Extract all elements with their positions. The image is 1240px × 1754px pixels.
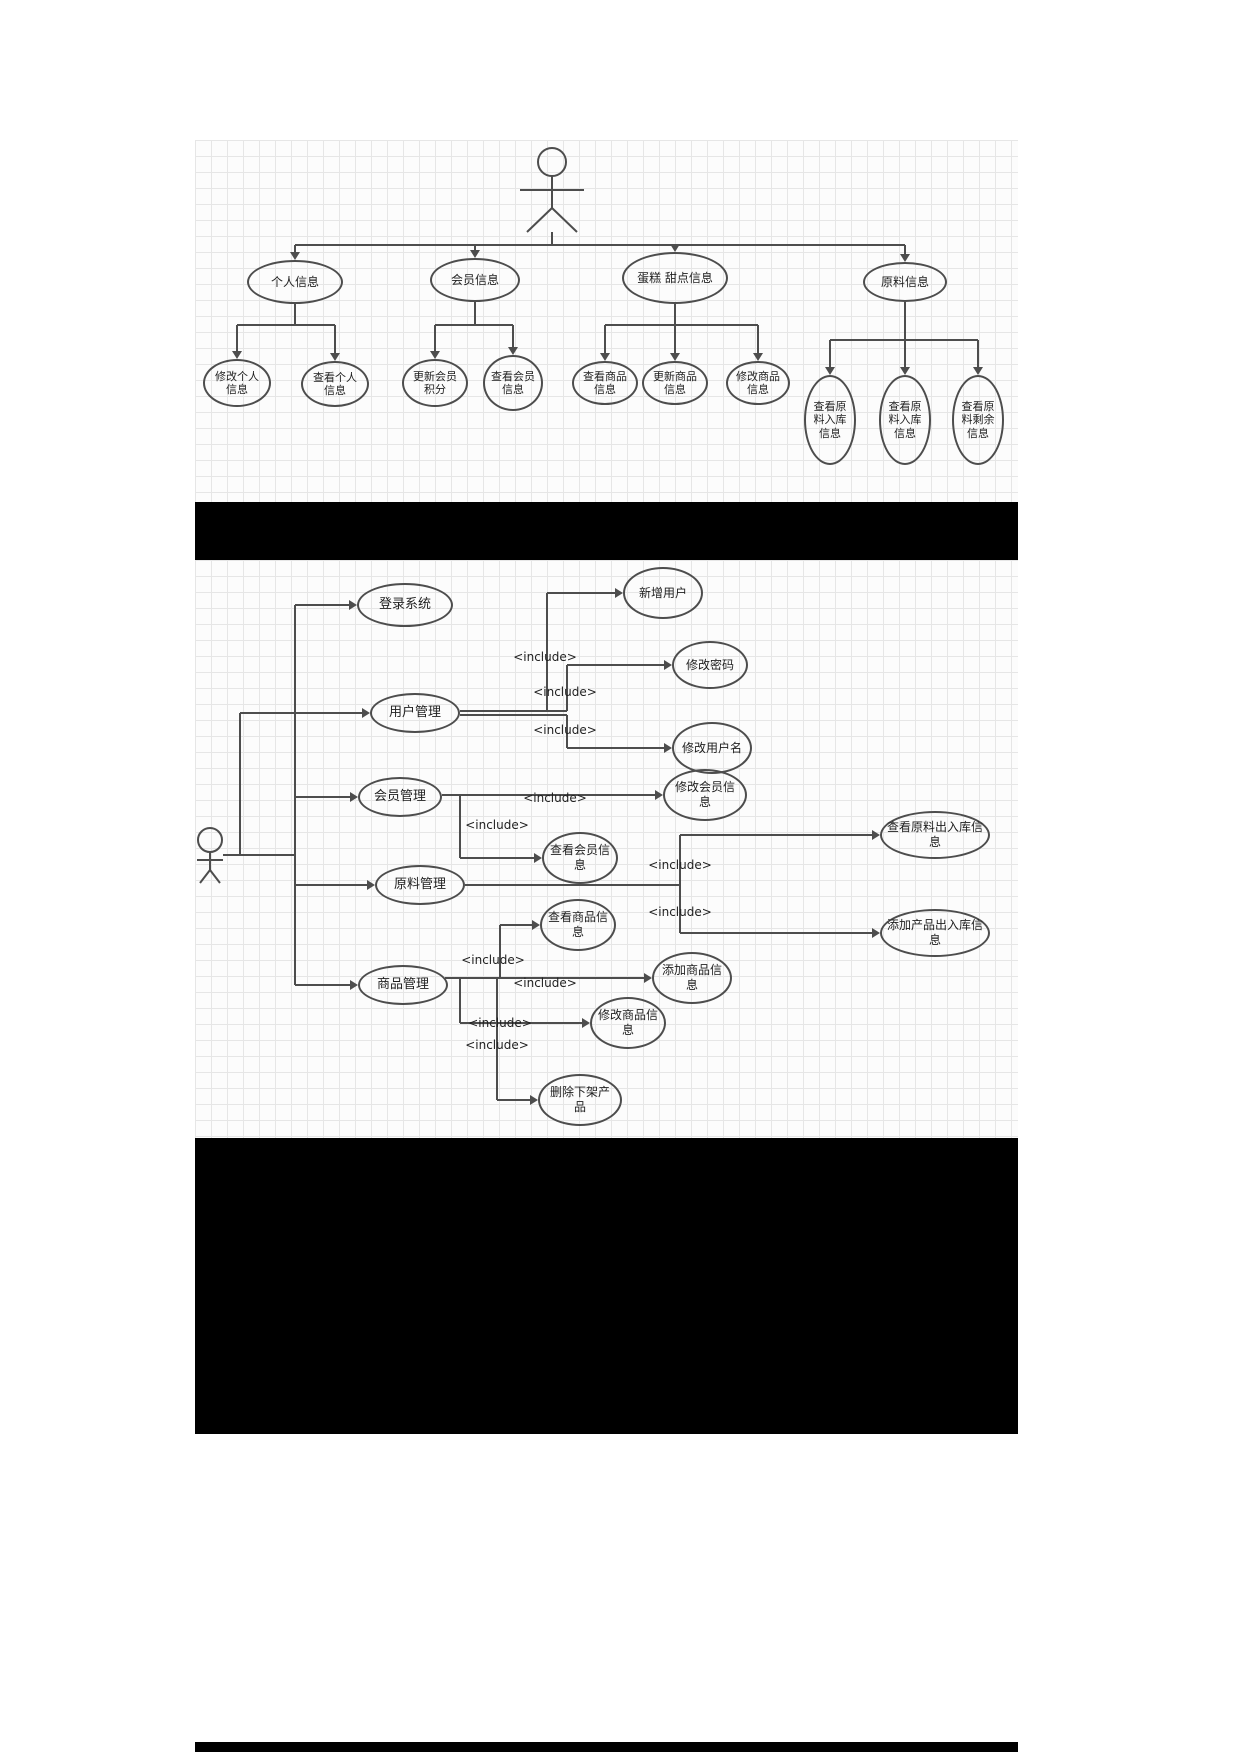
- usecase-add-user: 新增用户: [623, 567, 703, 619]
- usecase-view-product-info: 查看商品信息: [540, 899, 616, 951]
- include-label: <include>: [465, 818, 529, 832]
- usecase-view-material-io-info: 查看原料出入库信息: [880, 811, 990, 859]
- usecase-diagram-top: 个人信息 会员信息 蛋糕 甜点信息 原料信息 修改个人信息 查看个人信息 更新会…: [195, 140, 1018, 502]
- usecase-view-personal-info: 查看个人信息: [301, 361, 369, 407]
- diagram1-connector-lines: [232, 147, 983, 375]
- usecase-change-password: 修改密码: [672, 641, 748, 689]
- usecase-user-management: 用户管理: [370, 693, 460, 733]
- include-label: <include>: [533, 685, 597, 699]
- usecase-modify-personal-info: 修改个人信息: [203, 359, 271, 407]
- include-label: <include>: [513, 976, 577, 990]
- actor-icon: [520, 147, 584, 233]
- include-label: <include>: [648, 905, 712, 919]
- include-label: <include>: [533, 723, 597, 737]
- usecase-modify-product-info: 修改商品信息: [726, 361, 790, 405]
- include-label: <include>: [648, 858, 712, 872]
- usecase-update-member-points: 更新会员积分: [402, 359, 468, 407]
- usecase-delete-offshelf-product: 删除下架产品: [538, 1074, 622, 1126]
- usecase-product-management: 商品管理: [358, 965, 448, 1005]
- usecase-view-material-remaining-info: 查看原料剩余信息: [952, 375, 1004, 465]
- actor-icon: [197, 827, 223, 884]
- usecase-material-info: 原料信息: [863, 262, 947, 302]
- usecase-diagram-bottom: 登录系统 用户管理 会员管理 原料管理 商品管理 新增用户 修改密码 修改用户名…: [195, 560, 1018, 1138]
- redaction-bar-2: [195, 1138, 1018, 1434]
- usecase-cake-dessert-info: 蛋糕 甜点信息: [622, 252, 728, 304]
- usecase-update-product-info: 更新商品信息: [642, 361, 708, 405]
- include-label: <include>: [523, 791, 587, 805]
- usecase-view-material-inbound-info-2: 查看原料入库信息: [879, 375, 931, 465]
- redaction-bar-bottom: [195, 1742, 1018, 1752]
- usecase-login-system: 登录系统: [357, 583, 453, 627]
- usecase-add-product-io-info: 添加产品出入库信息: [880, 909, 990, 957]
- usecase-add-product-info: 添加商品信息: [652, 952, 732, 1004]
- usecase-member-info: 会员信息: [430, 258, 520, 302]
- usecase-view-member-info: 查看会员信息: [542, 832, 618, 884]
- include-label: <include>: [465, 1038, 529, 1052]
- usecase-modify-product-info: 修改商品信息: [590, 997, 666, 1049]
- usecase-view-member-info: 查看会员信息: [483, 355, 543, 411]
- usecase-personal-info: 个人信息: [247, 260, 343, 304]
- usecase-member-management: 会员管理: [358, 777, 442, 817]
- include-label: <include>: [468, 1016, 532, 1030]
- usecase-view-material-inbound-info: 查看原料入库信息: [804, 375, 856, 465]
- diagram2-connector-lines: [197, 588, 880, 1105]
- usecase-modify-member-info: 修改会员信息: [663, 769, 747, 821]
- redaction-bar-1: [195, 502, 1018, 560]
- usecase-change-username: 修改用户名: [672, 722, 752, 774]
- include-label: <include>: [513, 650, 577, 664]
- usecase-view-product-info: 查看商品信息: [572, 361, 638, 405]
- include-label: <include>: [461, 953, 525, 967]
- usecase-material-management: 原料管理: [375, 865, 465, 905]
